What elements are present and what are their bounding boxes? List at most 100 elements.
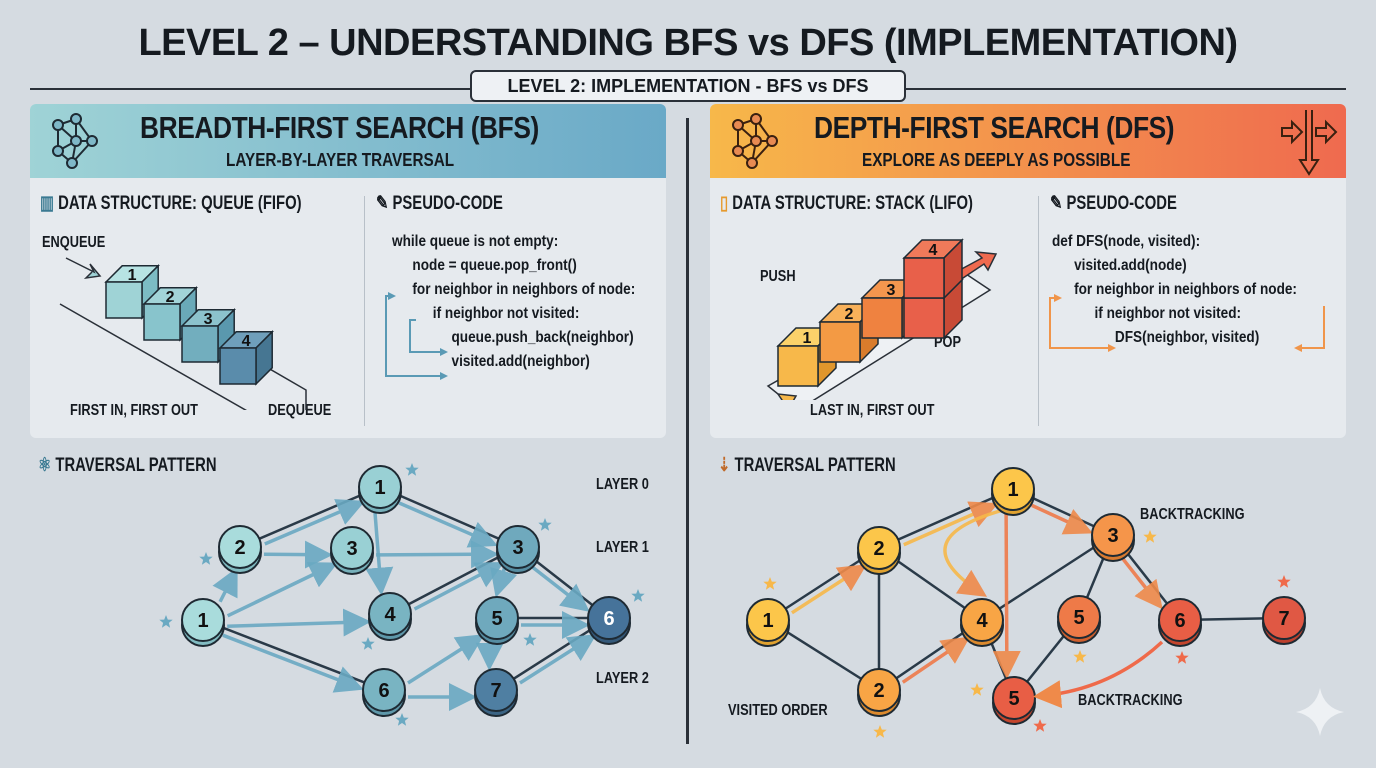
node-label: 1: [762, 610, 773, 632]
cube-front: [777, 345, 819, 387]
node-circle: [474, 668, 518, 712]
node-circle: [1091, 513, 1135, 557]
cube-label: 1: [803, 330, 812, 347]
node-circle: [1057, 595, 1101, 639]
graph-edge: [1077, 534, 1115, 618]
pop-arrow: [955, 251, 998, 282]
traversal-arrow: [519, 634, 597, 685]
graph-edge: [1013, 616, 1080, 699]
cube-front: [861, 297, 903, 339]
traversal-arrow: [992, 513, 1021, 680]
code-line: visited.add(node): [1074, 257, 1187, 274]
column-divider: [364, 196, 365, 426]
push-label: PUSH: [760, 268, 796, 285]
queue-section-title: ▥ DATA STRUCTURE: QUEUE (FIFO): [40, 192, 302, 215]
bfs-panel: BREADTH-FIRST SEARCH (BFS) LAYER-BY-LAYE…: [30, 104, 666, 438]
graph-node: 3: [330, 526, 374, 575]
recursion-arrows: [1049, 294, 1325, 352]
graph-node: 2: [857, 668, 901, 717]
node-shadow: [181, 603, 225, 647]
graph-node: 5: [1057, 595, 1101, 644]
node-label: 1: [374, 477, 385, 499]
node-shadow: [496, 530, 540, 574]
cube-label: 1: [128, 267, 137, 284]
node-circle: [496, 525, 540, 569]
node-shadow: [362, 673, 406, 717]
traversal-title-text: TRAVERSAL PATTERN: [734, 455, 896, 476]
depth-arrows-icon: ⇣: [718, 455, 731, 476]
queue-icon: ▥: [40, 193, 55, 214]
node-circle: [218, 525, 262, 569]
graph-edge: [1112, 534, 1181, 621]
dfs-banner: DEPTH-FIRST SEARCH (DFS) EXPLORE AS DEEP…: [710, 104, 1346, 178]
graph-edge: [981, 533, 1114, 622]
node-shadow: [857, 531, 901, 575]
stack-item: 4: [902, 238, 964, 300]
node-label: 5: [1008, 688, 1019, 710]
traversal-arrow: [790, 564, 867, 615]
stack-section-title: ▯ DATA STRUCTURE: STACK (LIFO): [720, 192, 973, 215]
graph-edge: [980, 619, 1016, 699]
node-circle: [857, 526, 901, 570]
graph-edge: [239, 485, 381, 549]
node-shadow: [475, 601, 519, 645]
graph-edge: [202, 618, 385, 692]
node-shadow: [991, 472, 1035, 516]
code-line: queue.push_back(neighbor): [451, 329, 634, 346]
star-icon: [763, 577, 777, 590]
node-label: 3: [512, 537, 523, 559]
graph-node: 4: [368, 592, 412, 641]
traversal-arrow: [264, 499, 366, 546]
graph-node: 2: [857, 526, 901, 575]
star-icon: [361, 637, 375, 650]
node-label: 2: [234, 537, 245, 559]
traversal-arrow: [212, 567, 238, 603]
node-circle: [587, 596, 631, 640]
queue-item: 2: [142, 285, 199, 342]
depth-arrows-icon: [1281, 110, 1338, 176]
graph-node: 5: [475, 596, 519, 645]
backtracking-arrow: [1033, 640, 1164, 709]
star-icon: [1033, 719, 1047, 732]
code-line: def DFS(node, visited):: [1052, 233, 1201, 250]
dfs-tagline: EXPLORE AS DEEPLY AS POSSIBLE: [862, 150, 1131, 170]
star-icon: [538, 518, 552, 531]
node-circle: [358, 465, 402, 509]
node-circle: [368, 592, 412, 636]
node-label: 4: [976, 610, 988, 632]
star-icon: [159, 615, 173, 628]
cube-front: [143, 303, 181, 341]
node-circle: [960, 598, 1004, 642]
cube-front: [819, 321, 861, 363]
node-label: 2: [873, 538, 884, 560]
traversal-title-text: TRAVERSAL PATTERN: [55, 455, 217, 476]
code-line: for neighbor in neighbors of node:: [1074, 281, 1297, 298]
node-label: 2: [873, 680, 884, 702]
graph-node: 1: [358, 465, 402, 514]
cube-label: 2: [166, 289, 175, 306]
graph-edge: [517, 546, 610, 619]
queue-title-text: DATA STRUCTURE: QUEUE (FIFO): [58, 193, 302, 214]
star-icon: [1277, 575, 1291, 588]
push-arrow: [776, 393, 798, 400]
node-circle: [330, 526, 374, 570]
section-divider: [686, 118, 689, 744]
stack-title-text: DATA STRUCTURE: STACK (LIFO): [732, 193, 973, 214]
layer-label: LAYER 2: [596, 670, 649, 687]
traversal-arrow: [943, 509, 1002, 597]
header-rule: [30, 88, 470, 90]
cube-front: [903, 297, 945, 339]
traversal-arrow: [413, 562, 505, 611]
node-label: 3: [346, 538, 357, 560]
node-shadow: [368, 597, 412, 641]
graph-node: 6: [587, 596, 631, 645]
cube-front: [105, 281, 143, 319]
sparkle-icon: [1296, 688, 1344, 736]
code-line: DFS(neighbor, visited): [1114, 329, 1260, 346]
code-line: if neighbor not visited:: [432, 305, 580, 322]
graph-node: 3: [1091, 513, 1135, 562]
graph-node: 3: [496, 525, 540, 574]
graph-edge: [767, 618, 880, 692]
code-line: if neighbor not visited:: [1094, 305, 1242, 322]
star-icon: [873, 725, 887, 738]
